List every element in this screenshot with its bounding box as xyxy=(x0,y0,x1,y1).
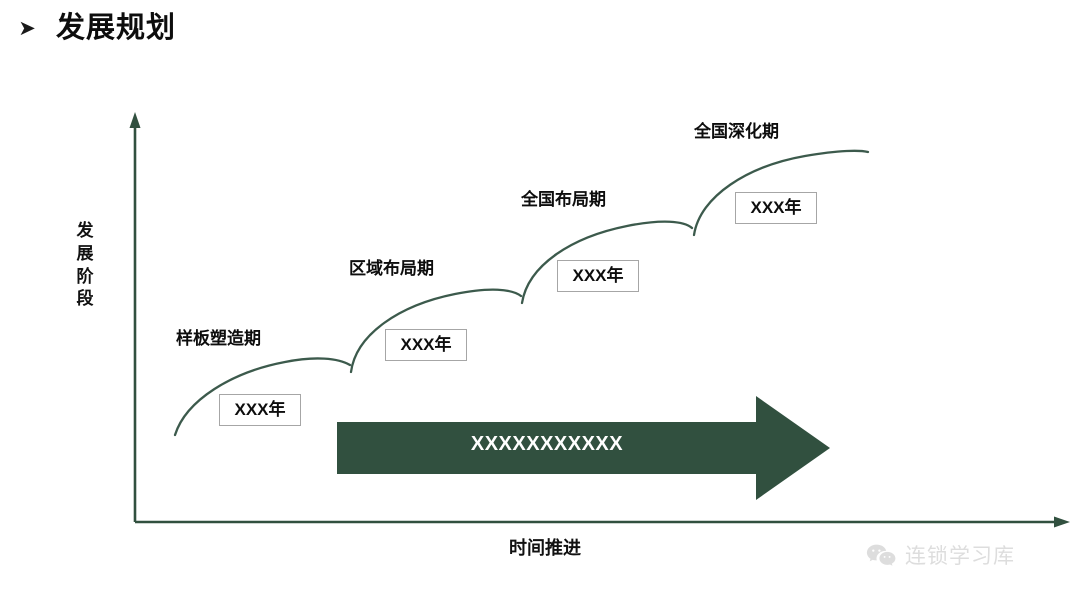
stage-label-quanguo-buju: 全国布局期 xyxy=(521,190,606,209)
stage-label-quyu: 区域布局期 xyxy=(349,259,434,278)
wechat-icon xyxy=(866,544,896,566)
year-box-stage-3: XXX年 xyxy=(735,192,817,224)
watermark: 连锁学习库 xyxy=(866,540,1015,570)
y-axis xyxy=(129,112,141,522)
banner-arrow-shape xyxy=(337,396,830,500)
stage-curve-0 xyxy=(173,357,352,437)
y-axis-title: 发展阶段 xyxy=(76,221,94,309)
banner-arrow-label: XXXXXXXXXXX xyxy=(470,433,624,455)
year-box-stage-2: XXX年 xyxy=(557,260,639,292)
chart-canvas xyxy=(129,112,1070,528)
x-axis xyxy=(135,516,1070,528)
development-roadmap-chart: 发展阶段 时间推进 样板塑造期 区域布局期 全国布局期 全国深化期 XXX年 X… xyxy=(0,62,1080,608)
bullet-arrow-icon: ➤ xyxy=(18,17,36,40)
page-title: 发展规划 xyxy=(56,12,177,44)
stage-curve-1 xyxy=(349,288,523,374)
year-box-stage-1: XXX年 xyxy=(385,329,467,361)
stage-curve-3 xyxy=(692,149,870,237)
stage-curve-2 xyxy=(520,220,694,305)
watermark-text: 连锁学习库 xyxy=(905,545,1015,568)
x-axis-title: 时间推进 xyxy=(509,538,581,558)
stage-label-yangban: 样板塑造期 xyxy=(176,329,261,348)
stage-label-quanguo-shenhua: 全国深化期 xyxy=(694,122,779,141)
year-box-stage-0: XXX年 xyxy=(219,394,301,426)
slide-header: ➤ 发展规划 xyxy=(0,0,1080,62)
